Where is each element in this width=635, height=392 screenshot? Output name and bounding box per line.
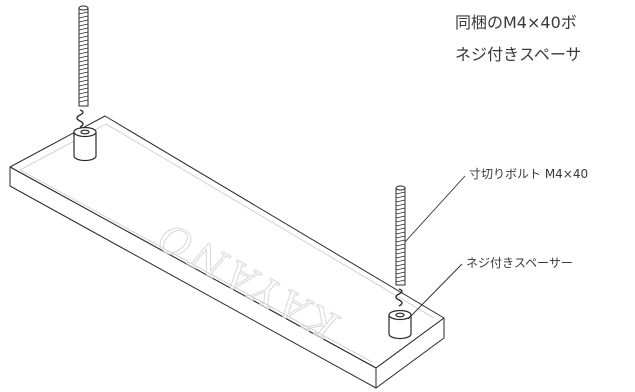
threaded-bolt-left [78,5,89,107]
plate-right-side [375,317,445,389]
instruction-line-1: 同梱のM4×40ボ [455,13,577,32]
coil-right [395,288,403,307]
bolt-thread-lines [395,191,406,283]
threaded-bolt-right [395,185,406,286]
spacer-left [73,126,97,162]
plate-inner-edge [19,123,435,319]
instruction-line-2: ネジ付きスペーサ [455,45,582,64]
plate-inner-edge [19,169,373,363]
spacer-leader-line [407,263,463,320]
spacer-right [388,309,412,340]
bolt-callout-label: 寸切りボルト M4×40 [469,167,588,181]
coil-left [76,109,84,128]
spacer-callout-label: ネジ付きスペーサー [466,256,573,270]
acrylic-plate [9,115,445,389]
bolt-thread-lines [78,11,89,103]
bolt-leader-line [404,175,466,243]
